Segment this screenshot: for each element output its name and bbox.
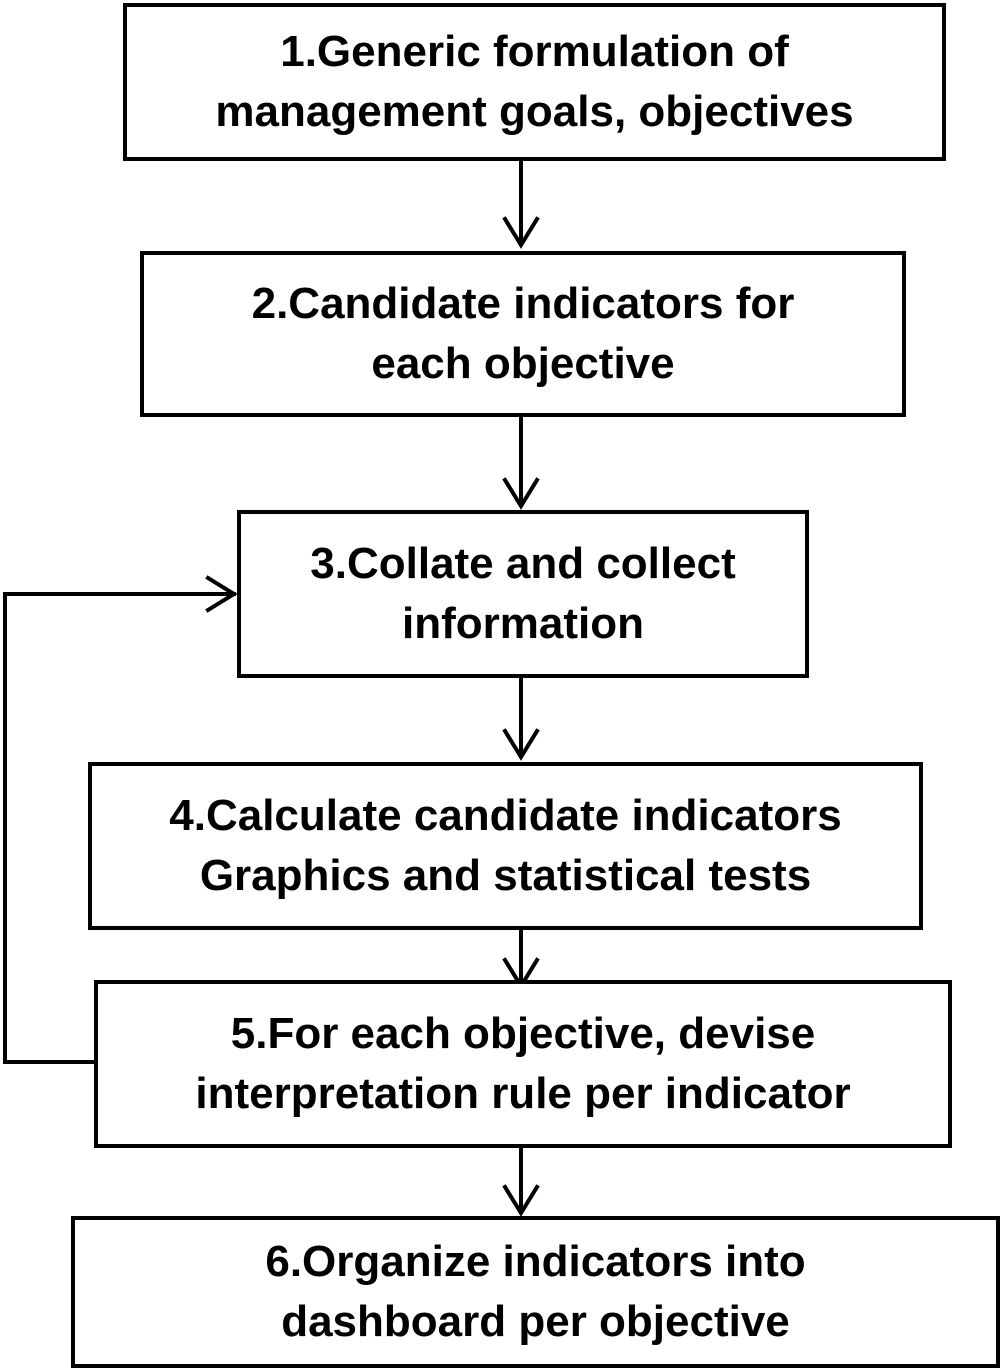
step-4-box: 4.Calculate candidate indicators Graphic… [88,762,923,930]
arrow-3-to-4 [502,676,540,761]
step-2-box: 2.Candidate indicators for each objectiv… [140,251,906,417]
step-3-line-2: information [402,599,644,648]
step-2-line-1: 2.Candidate indicators for [251,279,795,328]
step-1-box: 1.Generic formulation of management goal… [123,3,946,161]
step-6-box: 6.Organize indicators into dashboard per… [71,1216,1000,1368]
step-5-line-2: interpretation rule per indicator [195,1069,851,1118]
step-3-box: 3.Collate and collect information [237,510,809,678]
step-4-line-1: 4.Calculate candidate indicators [169,791,842,840]
step-2-line-2: each objective [371,339,675,388]
step-3-line-1: 3.Collate and collect [310,539,736,588]
step-5-box: 5.For each objective, devise interpretat… [94,980,952,1148]
step-5-line-1: 5.For each objective, devise [230,1009,816,1058]
step-1-line-1: 1.Generic formulation of [280,27,789,76]
arrow-2-to-3 [502,415,540,510]
step-6-line-1: 6.Organize indicators into [265,1237,806,1286]
step-1-line-2: management goals, objectives [215,87,854,136]
step-4-line-2: Graphics and statistical tests [199,851,812,900]
arrow-4-to-5 [502,928,540,990]
step-6-line-2: dashboard per objective [281,1297,790,1346]
arrow-5-to-6 [502,1146,540,1217]
arrow-1-to-2 [502,159,540,249]
arrow-5-to-3-feedback [3,575,238,1064]
